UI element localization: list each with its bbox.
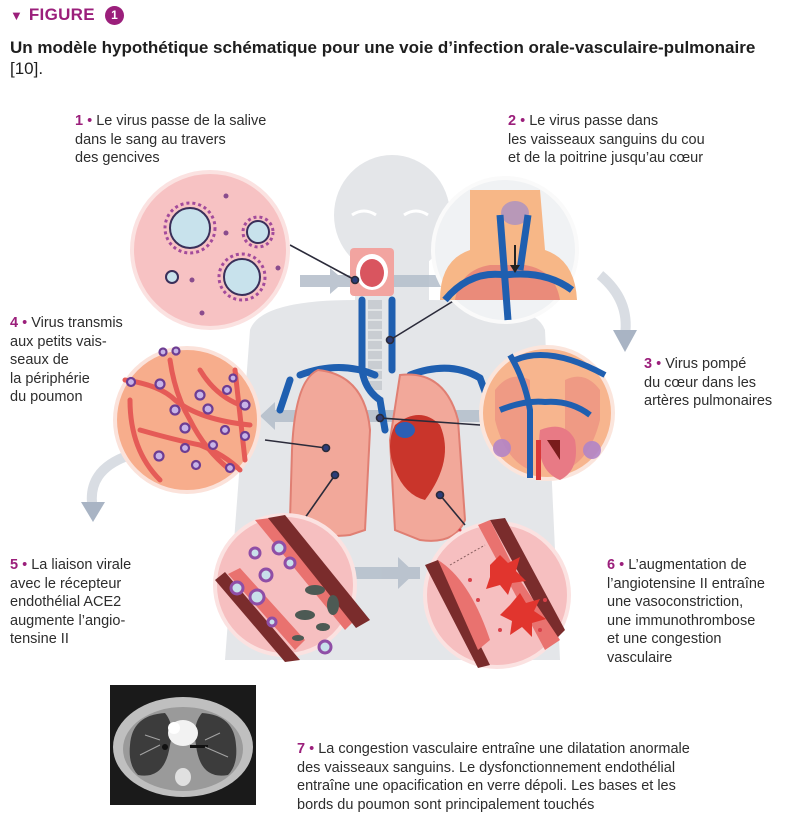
- step-6-label: 6 • L’augmentation de l’angiotensine II …: [607, 557, 765, 666]
- right-lung: [288, 368, 372, 537]
- triangle-down-icon: ▼: [10, 7, 23, 23]
- figure-label: FIGURE: [28, 5, 95, 24]
- circle-4-lung-periphery: [113, 346, 261, 494]
- circle-6-immunothrombosis: [423, 518, 571, 669]
- circle-5-ace2-binding: [213, 513, 370, 662]
- circle-2-neck-vessels: [431, 176, 579, 324]
- figure-title: Un modèle hypothétique schématique pour …: [10, 37, 770, 79]
- figure-header: ▼ FIGURE 1: [10, 5, 124, 25]
- title-reference: [10].: [10, 59, 44, 78]
- step-1-label: 1 • Le virus passe de la salive dans le …: [75, 113, 267, 166]
- step-4-label: 4 • Virus transmis aux petits vais-seaux…: [10, 315, 123, 405]
- circle-3-pulmonary-arteries: [479, 345, 615, 481]
- step-7-label: 7 • La congestion vasculaire entraîne un…: [297, 741, 690, 813]
- ct-scan-image: [110, 685, 256, 805]
- title-text: Un modèle hypothétique schématique pour …: [10, 38, 756, 57]
- figure-number-badge: 1: [104, 5, 124, 25]
- step-2-label: 2 • Le virus passe dans les vaisseaux sa…: [508, 113, 705, 166]
- circle-1-saliva-virus: [130, 170, 290, 330]
